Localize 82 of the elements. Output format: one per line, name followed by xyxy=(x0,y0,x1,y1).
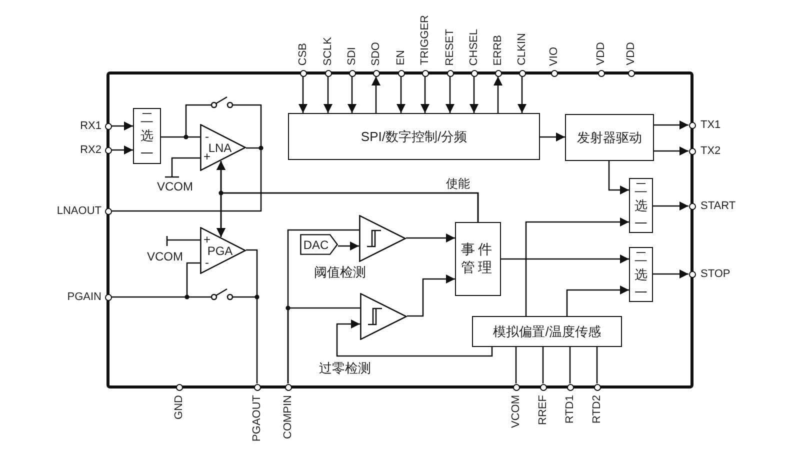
function-block: 事件管理 xyxy=(455,222,501,296)
pin-label: SDO xyxy=(370,42,382,66)
pin-label: RESET xyxy=(444,28,456,66)
arrow xyxy=(501,254,629,264)
connector-line xyxy=(246,249,258,384)
pin-label: PGAOUT xyxy=(251,394,263,441)
connector-line xyxy=(112,262,200,298)
pin-label: CHSEL xyxy=(468,28,480,66)
function-block: SPI/数字控制/分频 xyxy=(288,113,540,160)
input-sign: - xyxy=(205,130,209,144)
arrow xyxy=(407,274,455,317)
pin-label: ERRB xyxy=(492,34,504,66)
pin-label: VCOM xyxy=(510,394,522,428)
pin-label: START xyxy=(700,200,736,212)
arrow xyxy=(338,242,359,250)
arrow xyxy=(608,161,629,194)
arrow xyxy=(654,146,688,156)
pin-label: TX1 xyxy=(700,119,721,131)
connector-line xyxy=(542,347,544,384)
detector-caption: 过零检测 xyxy=(319,362,371,374)
pin-label: VDD xyxy=(625,42,637,66)
pin-label: RTD1 xyxy=(564,394,576,424)
selector-box: 二选一 xyxy=(629,178,653,233)
connector-line xyxy=(112,147,262,212)
arrow xyxy=(348,76,356,113)
arrow xyxy=(298,76,308,113)
arrow xyxy=(525,218,629,316)
arrow xyxy=(216,192,479,237)
arrow xyxy=(566,286,629,316)
arrow xyxy=(470,76,478,113)
arrow xyxy=(396,76,406,113)
arrow xyxy=(494,76,502,113)
comparator-symbol xyxy=(360,293,407,340)
arrow xyxy=(420,76,430,113)
edge-label: 使能 xyxy=(446,178,470,190)
arrow xyxy=(540,132,565,142)
pin-label: RREF xyxy=(537,394,549,424)
arrow xyxy=(446,76,454,113)
pin-label: CLKIN xyxy=(516,33,528,66)
connector-line xyxy=(161,136,200,138)
arrow xyxy=(336,320,493,357)
voltage-label: VCOM xyxy=(147,250,183,264)
pin-label: VDD xyxy=(595,42,607,66)
voltage-label: VCOM xyxy=(157,180,193,194)
converter-tag: DAC xyxy=(300,234,338,255)
input-sign: + xyxy=(204,234,210,246)
input-sign: + xyxy=(204,150,210,164)
pin-label: SDI xyxy=(346,47,358,66)
arrow xyxy=(653,202,688,210)
pin-label: EN xyxy=(395,50,407,66)
pin-label: LNAOUT xyxy=(56,205,102,217)
arrow xyxy=(372,76,380,113)
pin-label: RTD2 xyxy=(591,394,603,424)
pin-label: SCLK xyxy=(322,36,334,66)
connector-line xyxy=(515,347,517,384)
comparator-symbol xyxy=(359,215,406,262)
pin-label: RX1 xyxy=(80,120,102,132)
pin-label: GND xyxy=(173,394,185,419)
pin-label: VIO xyxy=(548,46,560,66)
pin-label: RX2 xyxy=(80,144,102,156)
arrow xyxy=(653,270,688,278)
arrow xyxy=(112,122,133,130)
arrow xyxy=(324,76,332,113)
connector-line xyxy=(569,347,571,384)
pin-label: PGAIN xyxy=(67,291,102,303)
arrow xyxy=(518,76,526,113)
pin-label: CSB xyxy=(297,42,309,66)
pin-label: TRIGGER xyxy=(419,15,431,66)
selector-box: 二选一 xyxy=(133,108,161,164)
arrow xyxy=(406,234,455,242)
detector-caption: 阈值检测 xyxy=(314,266,366,278)
selector-box: 二选一 xyxy=(629,247,653,302)
pin-label: STOP xyxy=(700,268,730,280)
connector-line xyxy=(596,347,598,384)
connector-line xyxy=(287,307,360,384)
function-block: 模拟偏置/温度传感 xyxy=(472,316,622,347)
function-block: 发射器驱动 xyxy=(565,114,654,161)
input-sign: - xyxy=(205,256,209,270)
arrow xyxy=(112,146,133,154)
arrow xyxy=(654,120,688,130)
pin-label: TX2 xyxy=(700,145,721,157)
pin-label: COMPIN xyxy=(282,394,294,438)
